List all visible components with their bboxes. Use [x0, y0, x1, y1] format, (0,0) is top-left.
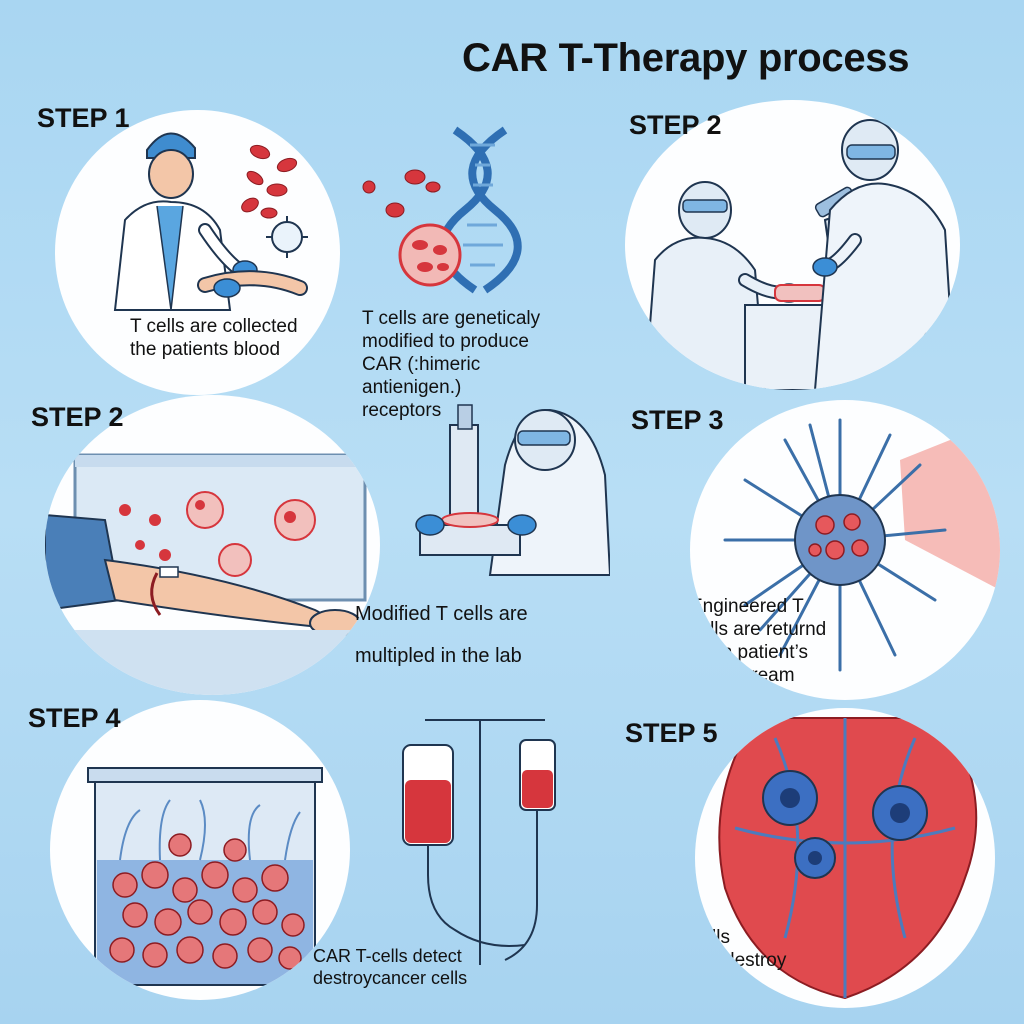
step3-caption-line1: Engineered T	[690, 596, 804, 617]
step4-illustration	[50, 700, 350, 1000]
step5-illustration: CAR T-cells detect and destroy cancer ce…	[695, 708, 995, 1008]
step2-illustration	[45, 395, 380, 695]
microscope-icon	[415, 404, 610, 576]
genetic-caption-line3: CAR (:himeric	[362, 354, 481, 375]
infusion-caption-line2: destroycancer cells	[313, 968, 468, 988]
step3-caption-line3: to an patient’s	[690, 642, 808, 663]
genetic-caption-line1: T cells are geneticaly	[362, 308, 541, 329]
step3-caption-line2: cells are returnd	[690, 619, 827, 640]
step5-caption-line3: cancer cells	[695, 973, 731, 994]
step3-caption-line4: bloodstream	[690, 665, 795, 686]
lab-worker-icon	[643, 119, 957, 390]
genetic-caption-line4: antienigen.)	[362, 377, 462, 398]
step1-caption-line1: T cells are collected	[130, 316, 298, 337]
step1-caption-line2: the patients blood	[130, 339, 281, 360]
step2-top-illustration	[625, 100, 960, 390]
step2-label: STEP 2	[31, 402, 124, 432]
body-organ-icon	[718, 717, 978, 1000]
genetic-caption-line5: receptors	[362, 400, 442, 421]
genetic-caption-line2: modified to produce	[362, 331, 529, 352]
step2-top-label: STEP 2	[629, 110, 722, 140]
step3-illustration: Engineered T cells are returnd to an pat…	[690, 400, 1000, 700]
cancer-cell-icon	[723, 418, 1000, 672]
iv-bag-icon	[402, 719, 556, 965]
step2-caption-line2: multipled in the lab	[355, 645, 522, 667]
doctor-icon	[113, 132, 308, 311]
culture-tank-icon	[87, 767, 323, 986]
step4-label: STEP 4	[28, 703, 121, 733]
step1-illustration: T cells are collected the patients blood	[55, 110, 340, 395]
step5-label: STEP 5	[625, 718, 718, 748]
dna-helix-icon	[362, 126, 522, 294]
step5-caption-line2: detect and destroy	[695, 950, 787, 971]
step1-label: STEP 1	[37, 103, 130, 133]
step2-caption-line1: Modified T cells are	[355, 603, 528, 625]
step5-caption-line1: CAR T-cells	[695, 927, 730, 948]
infusion-caption-line1: CAR T-cells detect	[313, 946, 462, 966]
arm-iv-icon	[45, 453, 380, 695]
page-title: CAR T-Therapy process	[462, 36, 910, 80]
step3-label: STEP 3	[631, 405, 724, 435]
